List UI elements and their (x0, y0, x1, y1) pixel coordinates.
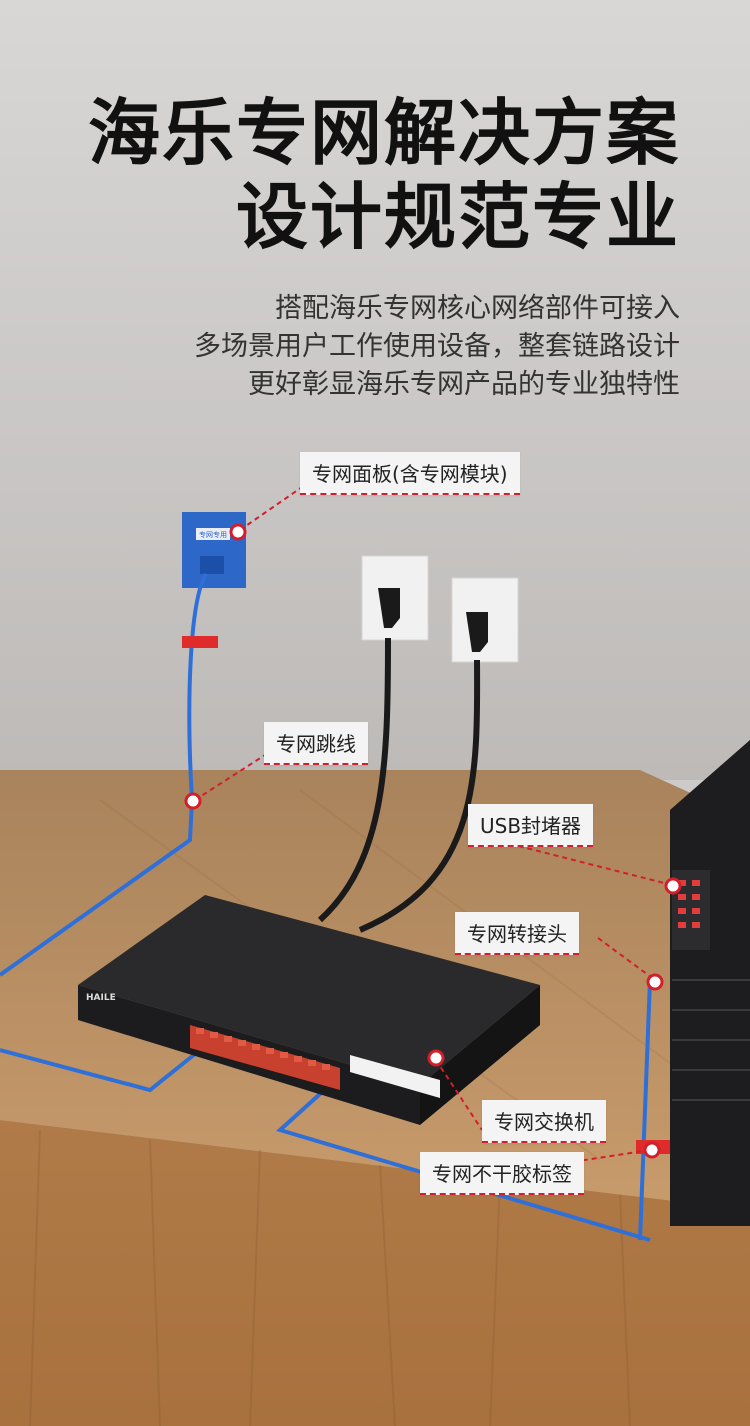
description: 搭配海乐专网核心网络部件可接入 多场景用户工作使用设备，整套链路设计 更好彰显海… (194, 290, 680, 404)
callout-patch-cable: 专网跳线 (264, 722, 368, 765)
cable-label-tag (182, 636, 218, 648)
description-line3: 更好彰显海乐专网产品的专业独特性 (248, 369, 680, 400)
network-switch: HAILE (78, 895, 540, 1125)
panel-tag-text: 专网专用 (199, 530, 227, 539)
network-wall-panel: 专网专用 (182, 512, 246, 588)
callout-panel: 专网面板(含专网模块) (300, 452, 520, 495)
description-line2: 多场景用户工作使用设备，整套链路设计 (194, 331, 680, 362)
marker-dots (184, 523, 682, 1159)
page-title-line1: 海乐专网解决方案 (87, 91, 680, 175)
callout-usb-blocker: USB封堵器 (468, 804, 594, 847)
switch-brand-text: HAILE (86, 993, 116, 1003)
callout-switch: 专网交换机 (482, 1100, 606, 1143)
callout-adapter: 专网转接头 (455, 912, 579, 955)
description-line1: 搭配海乐专网核心网络部件可接入 (275, 293, 680, 324)
computer-tower (670, 740, 750, 1226)
power-sockets (317, 555, 519, 933)
wall (0, 0, 750, 780)
desk-front (0, 1120, 750, 1426)
page-title-line2: 设计规范专业 (235, 175, 680, 259)
callout-label: 专网不干胶标签 (420, 1152, 584, 1195)
